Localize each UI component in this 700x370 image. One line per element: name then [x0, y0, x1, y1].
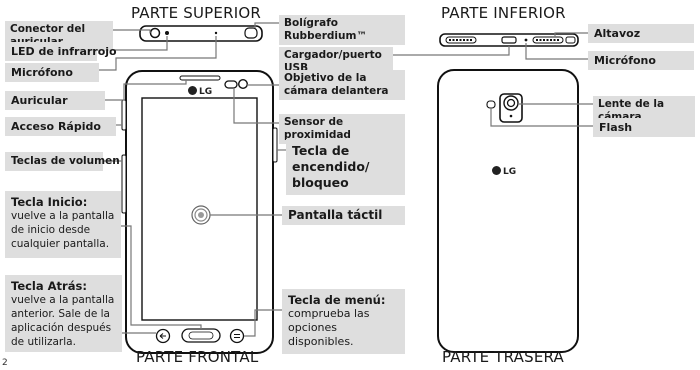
phone-bottom-edge — [439, 33, 579, 47]
stylus-top-icon — [244, 27, 258, 39]
back-key-title: Tecla Atrás: — [11, 279, 87, 293]
back-key-desc: vuelve a la pantalla anterior. Sale de l… — [11, 294, 115, 348]
label-volume-keys: Teclas de volumen — [5, 152, 120, 171]
menu-key-desc: comprueba las opciones disponibles. — [288, 307, 370, 348]
lg-logo-front: LG — [188, 86, 212, 97]
ir-led-icon — [165, 31, 169, 35]
label-power-lock-key: Tecla de encendido/ bloqueo — [286, 139, 405, 195]
label-quick-access: Acceso Rápido — [5, 117, 116, 136]
label-back-key: Tecla Atrás: vuelve a la pantalla anteri… — [5, 275, 122, 352]
label-home-key: Tecla Inicio: vuelve a la pantalla de in… — [5, 191, 121, 258]
phone-back — [437, 69, 579, 353]
label-flash: Flash — [593, 118, 695, 137]
page-number: 2 — [2, 358, 8, 368]
menu-key-title: Tecla de menú: — [288, 293, 386, 307]
usb-port-icon — [501, 36, 517, 44]
phone-top-edge — [139, 25, 263, 42]
heading-bottom: PARTE INFERIOR — [441, 4, 566, 22]
headset-jack-icon — [149, 27, 161, 39]
home-key-title: Tecla Inicio: — [11, 195, 88, 209]
home-key-desc: vuelve a la pantalla de inicio desde cua… — [11, 210, 115, 250]
heading-top: PARTE SUPERIOR — [131, 4, 261, 22]
front-camera-icon — [237, 78, 248, 89]
lg-logo-back: LG — [492, 166, 516, 177]
label-stylus: Bolígrafo Rubberdium™ — [279, 15, 405, 45]
microphone-hole-icon — [214, 31, 218, 35]
label-earpiece: Auricular — [5, 91, 105, 110]
label-ir-led: LED de infrarrojo — [5, 42, 117, 61]
menu-key-icon — [229, 328, 245, 344]
label-speaker: Altavoz — [588, 24, 694, 43]
label-menu-key: Tecla de menú: comprueba las opciones di… — [282, 289, 405, 354]
label-microphone-bottom: Micrófono — [588, 51, 694, 70]
phone-front — [121, 70, 278, 354]
heading-front: PARTE FRONTAL — [136, 348, 259, 366]
proximity-sensor-icon — [224, 80, 238, 89]
heading-back: PARTE TRASERA — [442, 348, 564, 366]
label-front-camera: Objetivo de la cámara delantera — [279, 70, 405, 100]
label-touch-screen: Pantalla táctil — [282, 206, 405, 225]
flash-icon — [486, 100, 496, 109]
label-microphone-top: Micrófono — [5, 63, 99, 82]
